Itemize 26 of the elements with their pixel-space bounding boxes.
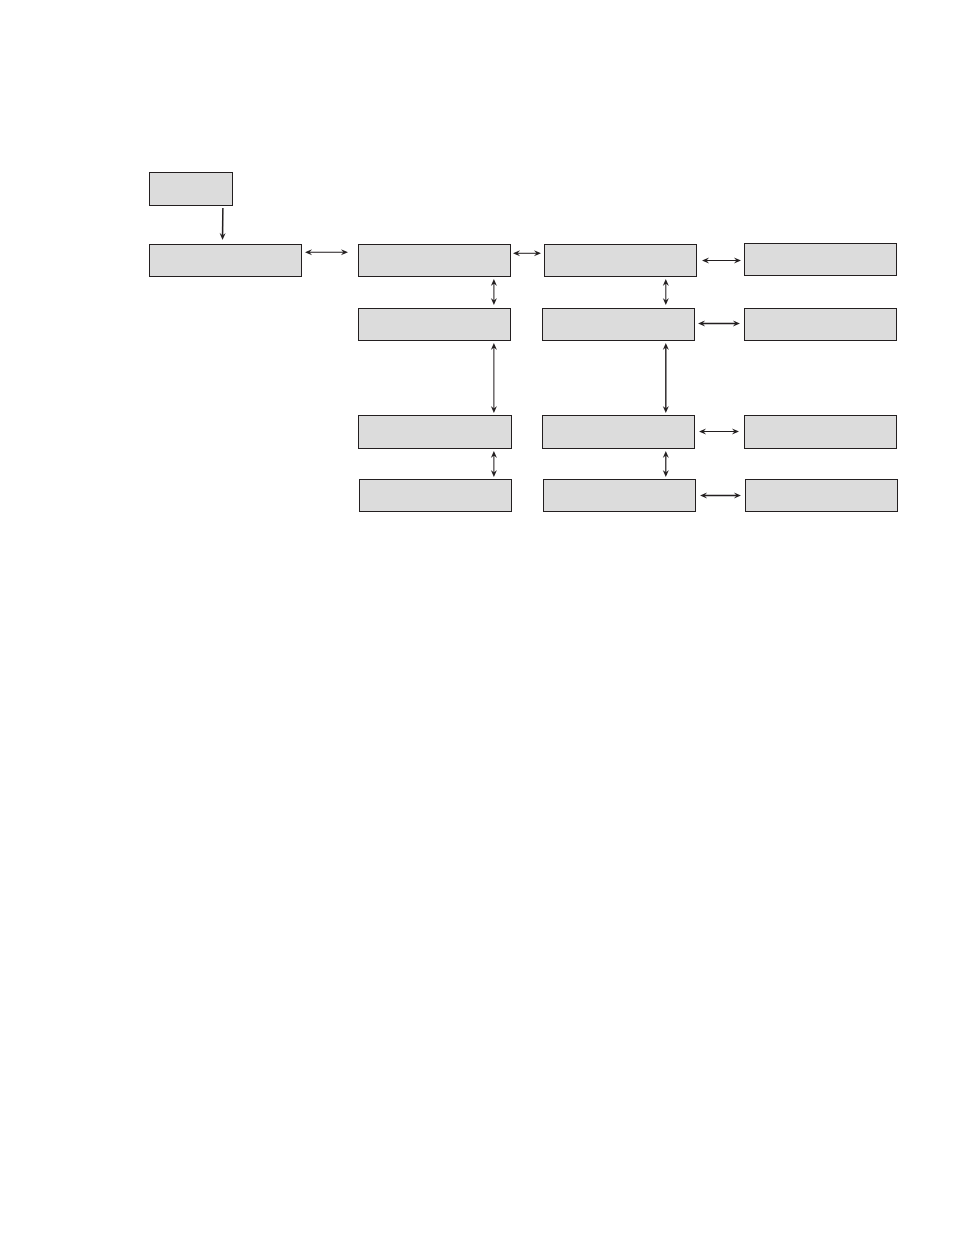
arrow [702,258,741,263]
process-box [542,308,695,341]
process-box [744,308,897,341]
process-box [358,244,511,277]
process-box [149,172,233,206]
arrow [491,343,497,413]
process-box [544,244,697,277]
arrow [698,320,740,327]
arrow [491,451,497,477]
arrow [305,249,348,255]
process-box [543,479,696,512]
arrow [662,343,669,413]
process-box [358,415,512,449]
process-box [744,415,897,449]
process-box [745,479,898,512]
process-box [149,244,302,277]
arrow [700,492,741,499]
arrow [513,251,541,256]
arrow [662,451,669,477]
arrow [699,429,739,434]
process-box [358,308,511,341]
arrow [491,279,497,305]
arrow [663,279,669,305]
process-box [744,243,897,276]
process-box [359,479,512,512]
process-box [542,415,695,449]
